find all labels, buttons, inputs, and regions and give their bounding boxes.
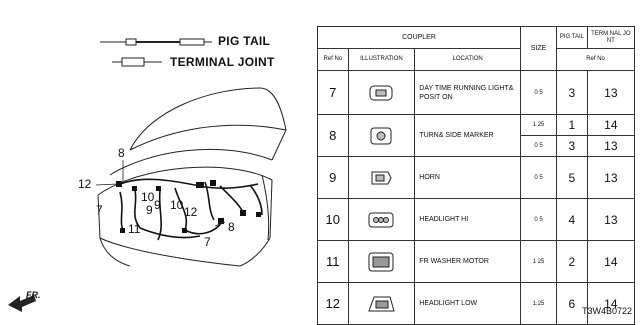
row-ref: 8 [317, 114, 349, 157]
header-ref-no: Ref No [317, 48, 349, 71]
connector-icon [368, 252, 394, 271]
row-pig-tail: 3 [556, 135, 588, 157]
header-coupler: COUPLER [317, 26, 521, 49]
coupler-illustration-9 [347, 156, 416, 199]
coupler-illustration-11 [347, 240, 416, 283]
pig-tail-icon [100, 38, 212, 46]
row-terminal-joint: 14 [586, 114, 636, 136]
row-location: HEADLIGHT LOW [414, 282, 521, 325]
row-ref: 10 [317, 198, 349, 241]
row-pig-tail: 6 [556, 282, 588, 325]
front-label: FR. [26, 290, 41, 300]
terminal-joint-label: TERMINAL JOINT [170, 55, 275, 69]
header-pig-tail: PIG TAIL [556, 26, 588, 49]
car-body-outline [97, 87, 287, 267]
table-row: 11 FR WASHER MOTOR 1 25 2 14 [317, 240, 636, 283]
coupler-table: COUPLER SIZE PIG TAIL TERM NAL JO NT Ref… [317, 26, 636, 325]
row-size: 0 5 [519, 135, 558, 157]
header-illustration: ILLUSTRATION [347, 48, 416, 71]
callout-12-mid: 12 [184, 205, 198, 219]
callout-7-right: 7 [204, 235, 211, 249]
row-terminal-joint: 14 [586, 282, 636, 325]
row-ref: 7 [317, 70, 349, 115]
row-terminal-joint: 14 [586, 240, 636, 283]
connector-icon [368, 296, 396, 311]
callout-10-left: 10 [141, 190, 155, 204]
row-size: 1.25 [519, 282, 558, 325]
row-pig-tail: 3 [556, 70, 588, 115]
callout-12-left: 12 [78, 177, 92, 191]
row-terminal-joint: 13 [586, 156, 636, 199]
coupler-illustration-12 [347, 282, 416, 325]
row-pig-tail: 2 [556, 240, 588, 283]
front-arrow-icon [8, 295, 36, 312]
row-location: TURN& SIDE MARKER [414, 114, 521, 157]
table-row: 0 5 3 13 [318, 135, 636, 157]
row-size: 1 25 [519, 114, 558, 136]
table-row: 7 DAY TIME RUNNING LIGHT& POSIT ON 0 5 3… [317, 70, 636, 115]
leader-lines [95, 160, 226, 227]
row-location: FR WASHER MOTOR [414, 240, 521, 283]
row-pig-tail: 4 [556, 198, 588, 241]
callout-8-top: 8 [118, 146, 125, 160]
table-row: 9 HORN 0 5 5 13 [317, 156, 636, 199]
row-terminal-joint: 13 [586, 135, 636, 157]
car-harness-illustration [8, 87, 287, 312]
callout-10-mid: 10 [170, 198, 184, 212]
callout-9-left: 9 [146, 203, 153, 217]
callout-9-mid: 9 [154, 198, 161, 212]
table-row: 10 HEADLIGHT HI 0 5 4 13 [317, 198, 636, 241]
row-location: HEADLIGHT HI [414, 198, 521, 241]
legend-graphics [100, 38, 212, 67]
connector-icon [368, 212, 394, 227]
callout-11: 11 [128, 222, 141, 236]
table-row: 8 TURN& SIDE MARKER 1 25 1 14 [317, 114, 636, 157]
terminal-joint-icon [112, 57, 162, 67]
coupler-illustration-8 [347, 114, 416, 157]
row-terminal-joint: 13 [586, 198, 636, 241]
row-terminal-joint: 13 [586, 70, 636, 115]
connector-icon [371, 171, 392, 184]
row-ref: 9 [317, 156, 349, 199]
coupler-illustration-7 [347, 70, 416, 115]
row-ref: 12 [317, 282, 349, 325]
row-size: 1 25 [519, 240, 558, 283]
pig-tail-label: PIG TAIL [218, 34, 271, 48]
header-size: SIZE [519, 26, 558, 71]
callout-7-left: 7 [96, 203, 103, 217]
header-ref-no-right: Ref No [556, 48, 635, 71]
row-size: 0 5 [519, 156, 558, 199]
header-location: LOCATION [414, 48, 521, 71]
row-pig-tail: 1 [556, 114, 588, 136]
connector-icon [369, 85, 393, 100]
connector-icon [370, 127, 392, 144]
table-row: 12 HEADLIGHT LOW 1.25 6 14 [317, 282, 636, 325]
row-size: 0 5 [519, 70, 558, 115]
row-pig-tail: 5 [556, 156, 588, 199]
connector-markers [116, 180, 261, 233]
row-location: HORN [414, 156, 521, 199]
row-size: 0 5 [519, 198, 558, 241]
coupler-illustration-10 [347, 198, 416, 241]
callout-8-right: 8 [228, 220, 235, 234]
header-terminal-joint: TERM NAL JO NT [586, 26, 636, 49]
row-location: DAY TIME RUNNING LIGHT& POSIT ON [414, 70, 521, 115]
row-ref: 11 [317, 240, 349, 283]
